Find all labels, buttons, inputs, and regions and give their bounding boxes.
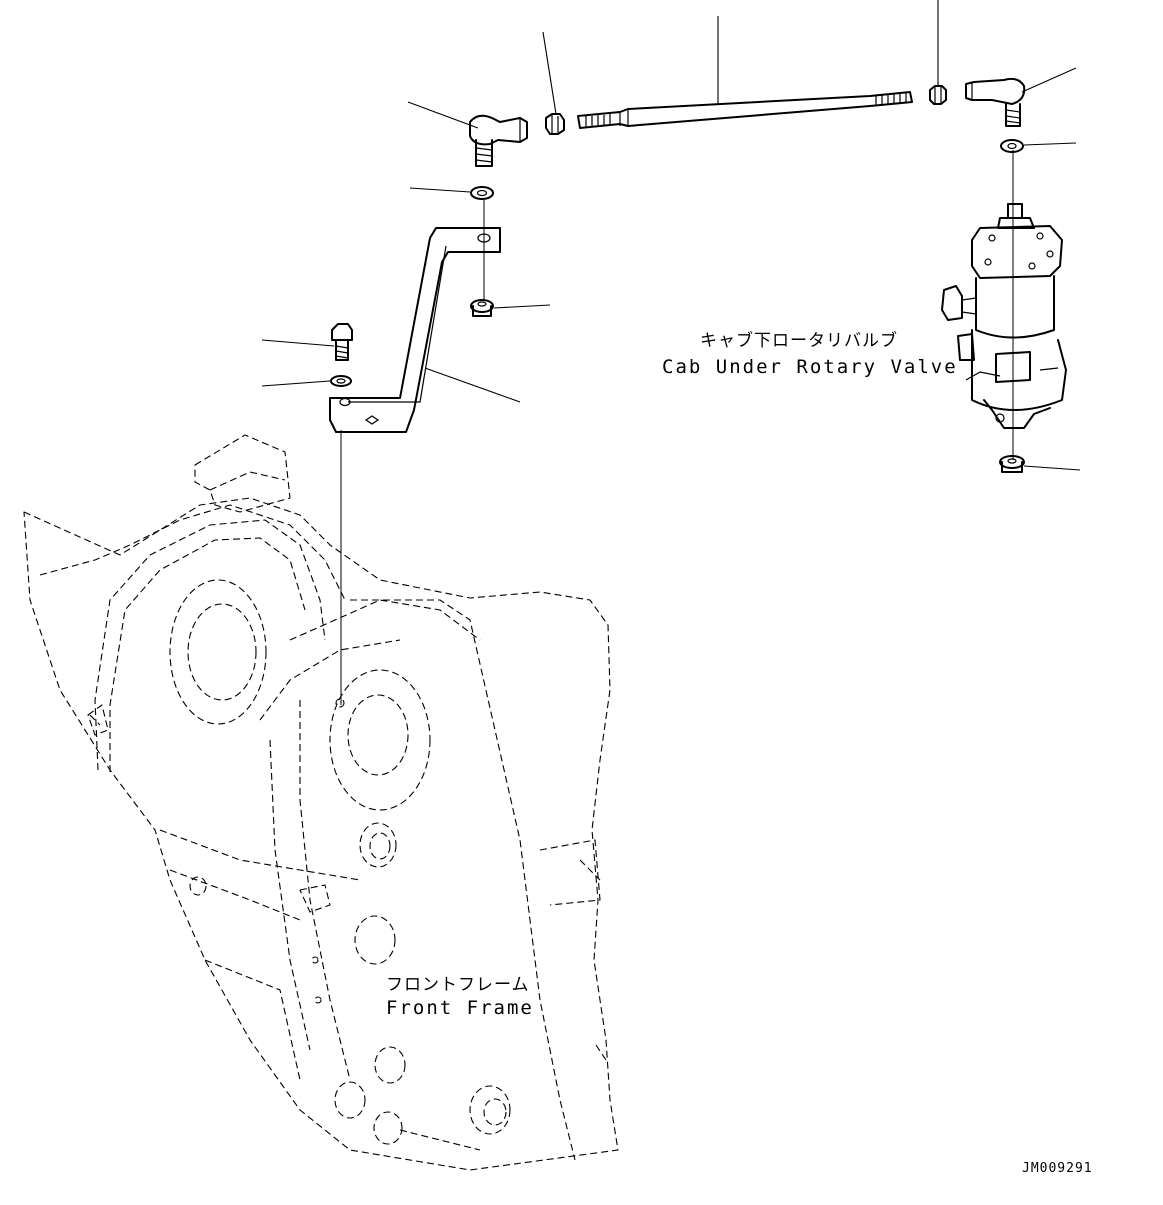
frame-label-en: Front Frame <box>386 997 534 1019</box>
washer <box>1000 139 1024 153</box>
drawing-code: JM009291 <box>1022 1161 1093 1176</box>
flange-nut <box>999 455 1025 473</box>
valve-label-en: Cab Under Rotary Valve <box>662 356 958 378</box>
washer <box>470 186 494 200</box>
front-frame <box>23 434 619 1171</box>
valve-label-jp: キャブ下ロータリバルブ <box>700 330 898 351</box>
ball-joint-right <box>965 77 1026 127</box>
flange-nut <box>470 299 494 317</box>
leader-lines <box>261 0 1081 471</box>
frame-label-jp: フロントフレーム <box>386 975 530 995</box>
threaded-rod <box>577 91 913 129</box>
bolt <box>331 323 353 361</box>
hex-nut <box>929 85 947 105</box>
rotary-valve <box>941 203 1067 429</box>
ball-joint-left <box>469 114 528 167</box>
mounting-bracket <box>329 227 501 433</box>
washer <box>330 375 352 387</box>
hex-nut <box>545 113 565 135</box>
